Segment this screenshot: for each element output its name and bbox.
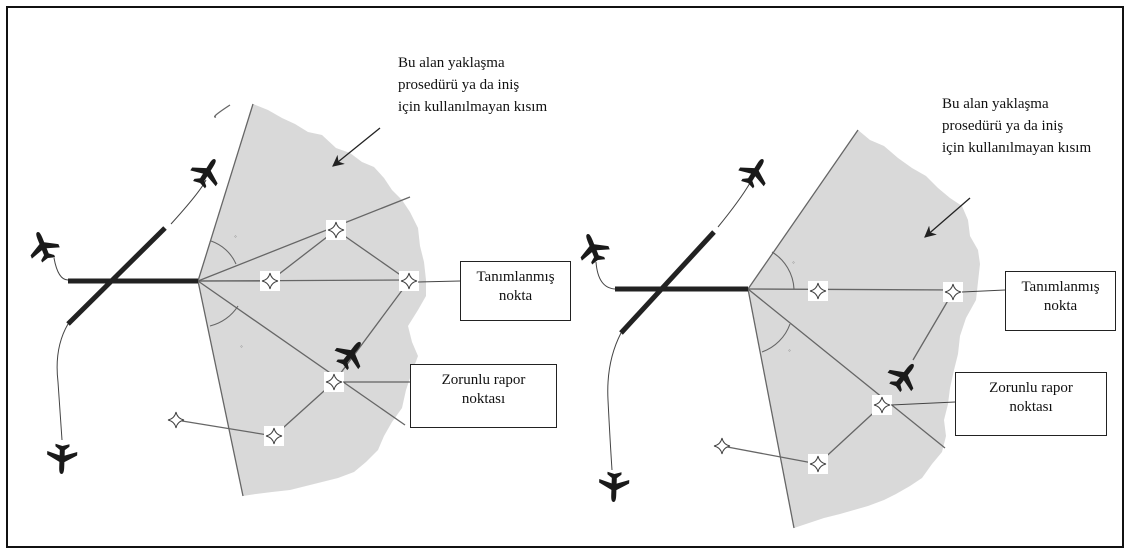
callout-line: Tanımlanmış	[476, 269, 555, 285]
route-lines	[721, 129, 961, 529]
runway	[615, 230, 748, 335]
area-note-line: prosedürü ya da iniş	[398, 77, 520, 93]
waypoint-star-icon	[398, 270, 420, 292]
waypoint-star-icon	[807, 280, 829, 302]
waypoint-star-icon	[325, 219, 347, 241]
airplane-icon	[186, 151, 228, 193]
callout-line: nokta	[1043, 298, 1078, 314]
waypoint-star-icon	[942, 281, 964, 303]
callout-line: Zorunlu rapor	[441, 372, 526, 388]
area-note: Bu alan yaklaşma prosedürü ya da iniş iç…	[942, 93, 1091, 159]
callout-line: nokta	[498, 288, 533, 304]
waypoint-star-icon	[263, 425, 285, 447]
svg-text:°: °	[792, 261, 795, 268]
left-panel: ° °	[23, 103, 461, 497]
unused-area-shaded	[198, 104, 426, 496]
flight-tracks	[53, 179, 207, 441]
airplane-icon	[23, 226, 63, 266]
svg-text:°: °	[240, 345, 243, 352]
svg-text:°: °	[788, 349, 791, 356]
area-pointer-arrow	[332, 127, 381, 167]
waypoint-star-icon	[871, 394, 893, 416]
defined-point-callout: Tanımlanmış nokta	[460, 261, 571, 321]
area-note-line: prosedürü ya da iniş	[942, 118, 1064, 134]
runway	[66, 226, 198, 326]
airplane-icon	[734, 151, 776, 193]
callout-line: noktası	[461, 391, 506, 407]
callout-line: Zorunlu rapor	[989, 380, 1073, 396]
unused-area-shaded	[748, 130, 980, 528]
area-pointer-arrow	[924, 197, 971, 238]
waypoint-star-icon	[807, 453, 829, 475]
waypoint-star-icon	[167, 411, 185, 429]
airplane-icon	[573, 228, 613, 268]
callout-line: noktası	[1009, 399, 1053, 415]
airplane-icon	[46, 443, 78, 475]
flight-tracks	[595, 182, 751, 471]
mandatory-report-callout: Zorunlu rapor noktası	[955, 372, 1107, 436]
airplane-icon	[598, 471, 630, 503]
leader-line	[417, 280, 461, 283]
waypoint-star-icon	[259, 270, 281, 292]
waypoint-star-icon	[323, 371, 345, 393]
area-note-line: için kullanılmayan kısım	[942, 140, 1092, 156]
leader-line	[890, 401, 956, 406]
leader-line	[961, 289, 1006, 293]
waypoint-star-icon	[713, 437, 731, 455]
svg-text:°: °	[234, 235, 237, 242]
angle-arcs	[761, 251, 795, 353]
right-panel: ° °	[573, 129, 1006, 529]
angle-arcs	[209, 240, 239, 327]
callout-line: Tanımlanmış	[1021, 279, 1100, 295]
mandatory-report-callout: Zorunlu rapor noktası	[410, 364, 557, 428]
figure-frame	[6, 6, 1124, 548]
area-note-line: için kullanılmayan kısım	[398, 99, 548, 115]
area-note-line: Bu alan yaklaşma	[942, 96, 1049, 112]
area-note: Bu alan yaklaşma prosedürü ya da iniş iç…	[398, 52, 547, 118]
area-note-line: Bu alan yaklaşma	[398, 55, 505, 71]
defined-point-callout: Tanımlanmış nokta	[1005, 271, 1116, 331]
